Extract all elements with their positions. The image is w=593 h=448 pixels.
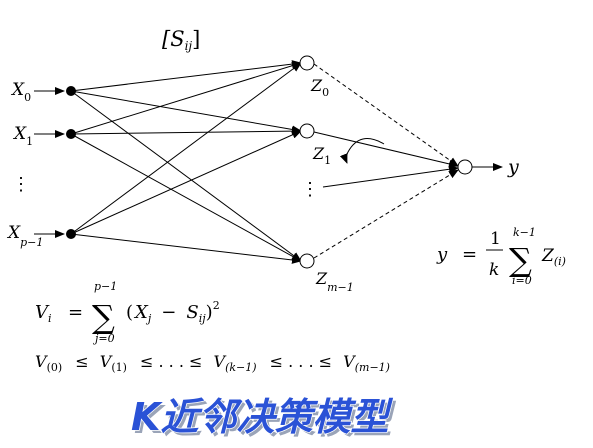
svg-text:∑: ∑ (92, 298, 115, 336)
output-label: y (507, 156, 519, 178)
order-formula: V(0) ≤ V(1) ≤ . . . ≤ V(k−1) ≤ . . . ≤ V… (35, 352, 390, 375)
hidden-node-1 (299, 123, 315, 139)
hidden-node-m-1 (299, 253, 315, 269)
input-nodes (66, 86, 76, 239)
diagram-title: K近邻决策模型 K近邻决策模型 (130, 394, 396, 442)
hidden-nodes (299, 55, 315, 269)
hidden-label-m-1: Zm−1 (315, 269, 354, 294)
svg-text:=: = (68, 302, 83, 323)
weight-matrix-label: [Sij] (162, 27, 200, 53)
input-node-0 (66, 86, 76, 96)
hidden-label-1: Z1 (312, 144, 331, 167)
svg-text:[Sij]: [Sij] (162, 27, 200, 53)
svg-text:p−1: p−1 (94, 280, 117, 293)
hidden-labels: Z0 Z1 ⋮ Zm−1 (301, 76, 354, 294)
svg-text:i=0: i=0 (512, 274, 532, 287)
output-node (457, 159, 473, 175)
svg-text:k−1: k−1 (513, 226, 536, 239)
weight-connections (70, 60, 302, 264)
svg-text:j=0: j=0 (92, 332, 115, 345)
svg-text:Vi: Vi (35, 302, 52, 325)
hidden-node-0 (299, 55, 315, 71)
input-arrows (34, 87, 65, 238)
input-labels: X0 X1 ⋮ Xp−1 (6, 80, 43, 249)
input-label-p-1: Xp−1 (6, 223, 43, 249)
title-text: K近邻决策模型 (131, 395, 393, 439)
input-node-p-1 (66, 229, 76, 239)
svg-text:1: 1 (490, 229, 501, 249)
input-label-0: X0 (10, 80, 31, 104)
svg-text:V(0) ≤ V(1): V(0) ≤ V(1) ≤ . . . ≤ V(k−1) ≤ . . . ≤ V… (35, 352, 390, 375)
sort-arrow-icon (339, 138, 385, 164)
svg-text:K近邻决策模型: K近邻决策模型 (134, 398, 396, 442)
svg-text:=: = (462, 244, 477, 265)
svg-text:y: y (436, 244, 448, 265)
svg-text:∑: ∑ (509, 241, 532, 279)
input-label-1: X1 (12, 124, 33, 148)
output-formula: y = 1 k k−1 ∑ i=0 Z(i) (436, 226, 566, 287)
hidden-ellipsis: ⋮ (301, 179, 319, 200)
hidden-label-0: Z0 (310, 76, 329, 99)
input-ellipsis: ⋮ (12, 174, 30, 195)
svg-text:Z(i): Z(i) (541, 246, 566, 268)
output-connections (313, 63, 459, 259)
svg-text:k: k (489, 260, 499, 280)
input-node-1 (66, 129, 76, 139)
svg-text:(Xj−Sij)2: (Xj−Sij)2 (126, 299, 220, 325)
distance-formula: Vi = p−1 ∑ j=0 (Xj−Sij)2 (35, 280, 220, 345)
